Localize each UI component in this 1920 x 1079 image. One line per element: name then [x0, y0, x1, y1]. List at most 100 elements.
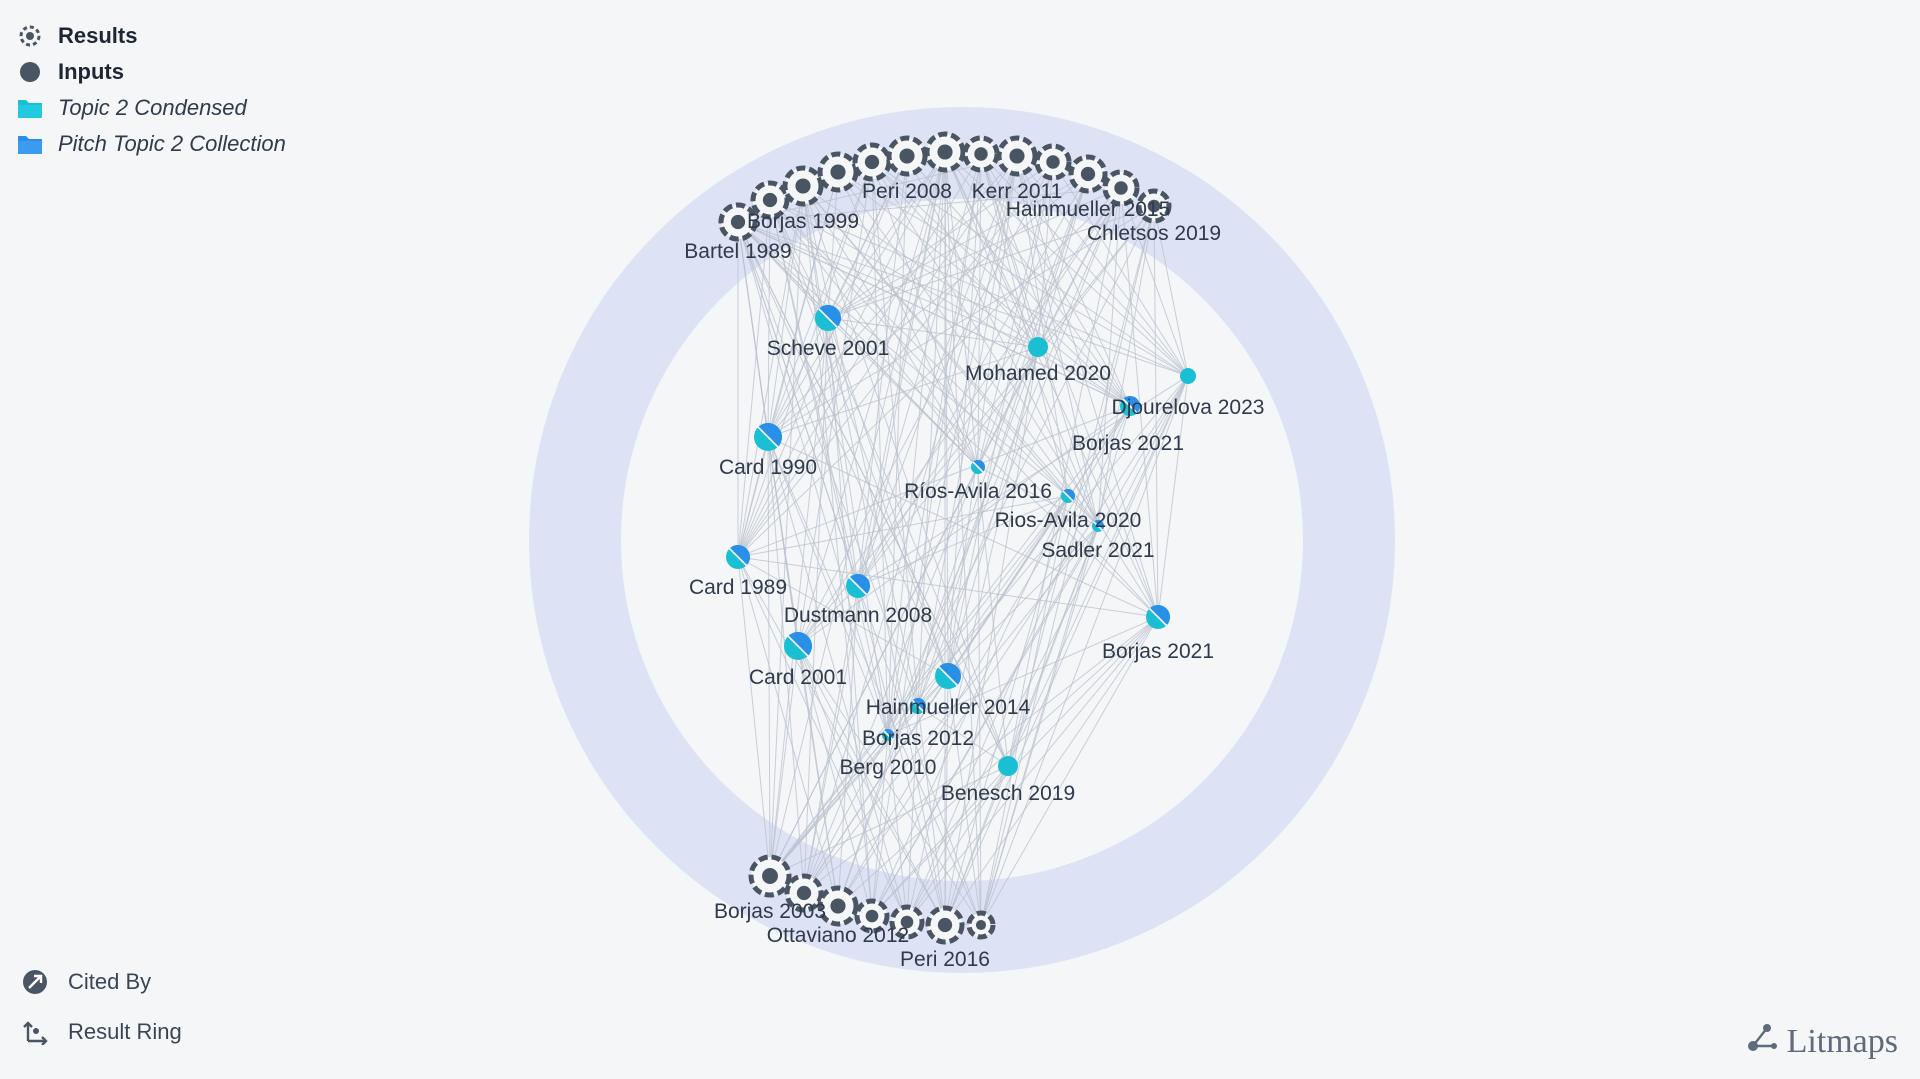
citation-edge: [769, 199, 1131, 407]
paper-node[interactable]: [971, 460, 985, 474]
litmaps-logo[interactable]: Litmaps: [1745, 1022, 1898, 1061]
citation-edge: [917, 155, 1018, 707]
citation-edge: [769, 199, 889, 736]
paper-node[interactable]: [815, 305, 841, 331]
citation-edge: [767, 205, 1155, 438]
paper-node[interactable]: [1180, 368, 1196, 384]
paper-node[interactable]: [996, 135, 1038, 177]
citation-edge: [980, 205, 1155, 926]
paper-node[interactable]: [1136, 188, 1172, 224]
citation-edge: [887, 187, 1122, 736]
citation-edge: [906, 705, 919, 923]
paper-label: Ríos-Avila 2016: [904, 480, 1052, 503]
paper-label: Kerr 2011: [972, 180, 1063, 203]
paper-node[interactable]: [1092, 520, 1104, 532]
citation-edge: [797, 161, 1054, 647]
paper-label: Borjas 2021: [1102, 640, 1214, 663]
paper-node[interactable]: [726, 545, 750, 569]
citation-edge: [837, 405, 1131, 907]
citation-edge: [857, 151, 946, 587]
citation-edge: [803, 151, 946, 894]
paper-node[interactable]: [882, 729, 894, 741]
citation-edge: [802, 185, 1009, 767]
legend-inputs[interactable]: Inputs: [16, 54, 286, 90]
legend-results[interactable]: Results: [16, 18, 286, 54]
citation-edge: [802, 185, 873, 917]
result-ring-toggle[interactable]: Result Ring: [20, 1007, 182, 1057]
paper-node[interactable]: [782, 165, 824, 207]
citation-edge: [906, 346, 1039, 923]
citation-edge: [1016, 155, 1099, 527]
paper-node[interactable]: [1028, 337, 1048, 357]
citation-edge: [737, 221, 889, 736]
citation-edge: [917, 151, 946, 707]
citation-edge: [737, 556, 949, 677]
paper-node[interactable]: [748, 854, 792, 898]
paper-node[interactable]: [924, 131, 966, 173]
citation-edge: [917, 705, 1009, 767]
citation-edge: [797, 585, 859, 647]
paper-node[interactable]: [784, 632, 812, 660]
citation-edge: [977, 187, 1122, 468]
paper-node[interactable]: [886, 135, 928, 177]
paper-node[interactable]: [966, 910, 996, 940]
paper-node[interactable]: [1034, 143, 1072, 181]
paper-node[interactable]: [962, 135, 1000, 173]
paper-label: Borjas 2021: [1072, 432, 1184, 455]
citation-edge: [857, 173, 1089, 587]
paper-node[interactable]: [784, 873, 824, 913]
cited-by-toggle[interactable]: Cited By: [20, 957, 182, 1007]
citation-edge: [797, 205, 1155, 647]
paper-node[interactable]: [1061, 489, 1075, 503]
citation-edge: [887, 205, 1155, 736]
citation-edge: [944, 151, 1039, 348]
paper-node[interactable]: [846, 574, 870, 598]
legend-collection-topic2-condensed[interactable]: Topic 2 Condensed: [16, 90, 286, 126]
paper-node[interactable]: [817, 885, 859, 927]
paper-node[interactable]: [1068, 154, 1108, 194]
paper-label: Borjas 2003: [714, 900, 826, 923]
paper-node[interactable]: [1120, 396, 1140, 416]
paper-node[interactable]: [854, 898, 890, 934]
paper-node[interactable]: [852, 142, 892, 182]
citation-edge: [887, 151, 946, 736]
cited-by-label: Cited By: [68, 969, 152, 994]
citation-edge: [837, 171, 1189, 377]
citation-edge: [871, 161, 1039, 348]
paper-node[interactable]: [718, 202, 758, 242]
paper-node[interactable]: [1146, 605, 1170, 629]
citation-edge: [767, 436, 1159, 618]
paper-label: Hainmueller 2014: [866, 696, 1031, 719]
paper-node[interactable]: [1102, 169, 1140, 207]
cited-by-icon: [20, 967, 50, 997]
citation-edge: [857, 187, 1122, 587]
paper-node[interactable]: [817, 151, 859, 193]
citation-edge: [737, 556, 771, 877]
citation-edge: [906, 765, 1009, 923]
citation-edge: [769, 199, 1009, 767]
paper-node[interactable]: [998, 756, 1018, 776]
citation-edge: [737, 556, 1159, 618]
citation-edge: [827, 317, 1039, 348]
citation-edge: [944, 495, 1069, 926]
citation-edge: [797, 645, 873, 917]
paper-node[interactable]: [754, 423, 782, 451]
paper-label: Borjas 1999: [747, 210, 859, 233]
paper-node[interactable]: [935, 663, 961, 689]
paper-node[interactable]: [889, 904, 925, 940]
citation-edge: [769, 199, 1069, 497]
paper-label: Card 2001: [749, 666, 847, 689]
citation-edge: [837, 171, 979, 468]
paper-node[interactable]: [750, 180, 790, 220]
legend-collection-pitch-topic2[interactable]: Pitch Topic 2 Collection: [16, 126, 286, 162]
paper-node[interactable]: [910, 698, 926, 714]
citation-edge: [827, 205, 1155, 319]
citation-edge: [947, 153, 982, 677]
paper-label: Djourelova 2023: [1112, 396, 1265, 419]
legend-results-label: Results: [58, 23, 138, 48]
paper-node[interactable]: [925, 905, 965, 945]
citation-edge: [737, 171, 839, 558]
citation-edge: [802, 185, 889, 736]
map-controls: Cited By Result Ring: [20, 957, 182, 1057]
